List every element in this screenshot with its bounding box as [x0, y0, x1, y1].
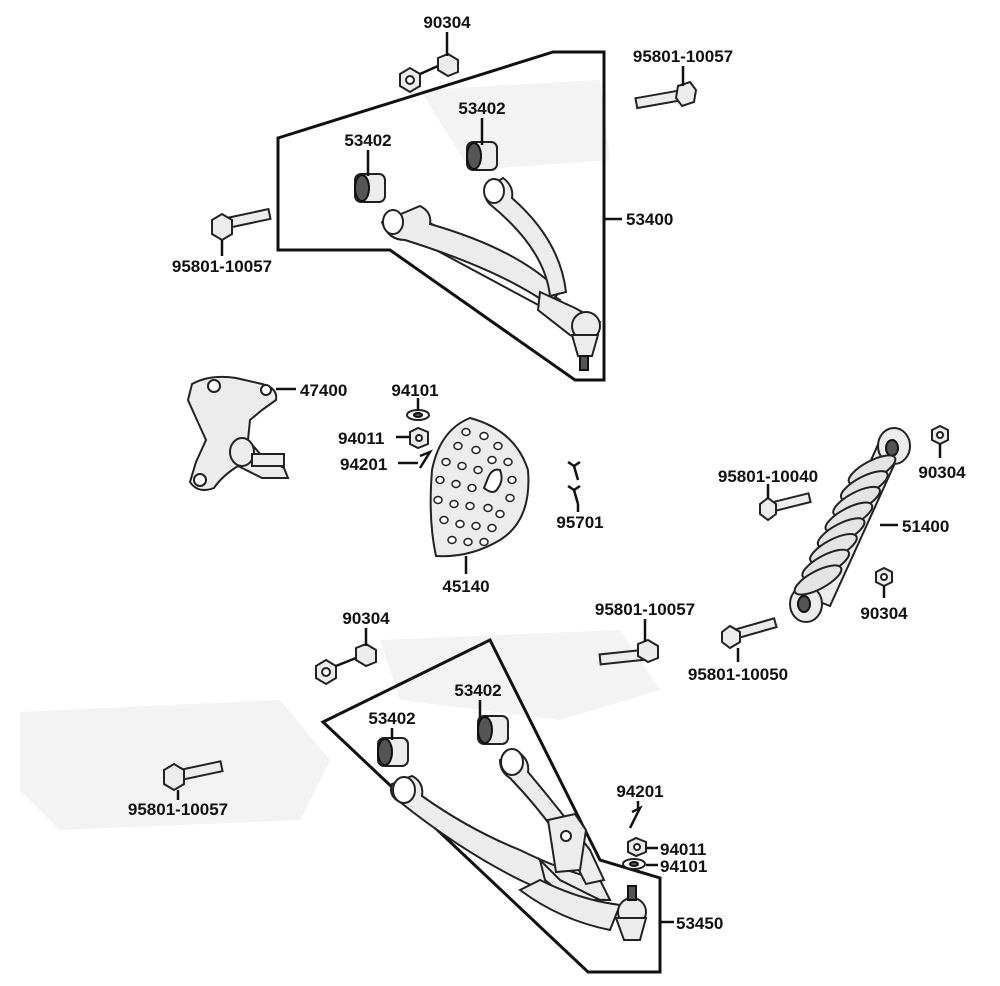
- disc-hole: [461, 427, 471, 437]
- castle-nut-icon: [409, 426, 429, 450]
- lower-castle-nut-icon: [627, 836, 647, 858]
- label-upper-bushing-left: 53402: [344, 131, 391, 150]
- label-upper-arm-assembly: 53400: [626, 210, 673, 229]
- disc-hole: [473, 465, 483, 475]
- label-upper-bushing-right: 53402: [458, 99, 505, 118]
- label-lower-left-bolt: 95801-10057: [128, 800, 228, 819]
- lower-right-bolt-icon: [598, 638, 659, 666]
- label-lower-arm-assembly: 53450: [676, 914, 723, 933]
- disc-hole: [451, 479, 461, 489]
- label-lower-cotter-pin: 94201: [616, 782, 663, 801]
- disc-hole: [435, 475, 445, 485]
- upper-nut-hex-icon: [399, 52, 459, 94]
- lower-left-bolt-icon: [163, 760, 224, 792]
- lower-cotter-pin-icon: [628, 805, 643, 829]
- label-upper-nut: 90304: [423, 13, 471, 32]
- lower-bushing-right: [477, 715, 509, 745]
- disc-hole: [455, 519, 465, 529]
- disc-hole: [471, 445, 481, 455]
- shock-bottom-bolt-icon: [721, 617, 778, 650]
- disc-hole: [483, 503, 493, 513]
- shock-top-nut-icon: [931, 424, 949, 446]
- disc-hole: [493, 441, 503, 451]
- disc-hole: [495, 509, 505, 519]
- shock-absorber: 95801-10040 90304 51400 90304 95801-1005…: [688, 424, 966, 684]
- disc-hole: [487, 455, 497, 465]
- label-lower-bushing-right: 53402: [454, 681, 501, 700]
- label-upper-left-bolt: 95801-10057: [172, 257, 272, 276]
- upper-arm-group: 90304 95801-10057 53402 53402 53400 9580…: [172, 13, 733, 382]
- label-brake-nut: 94011: [338, 429, 384, 448]
- steering-knuckle: 47400: [186, 375, 347, 491]
- disc-hole: [463, 537, 473, 547]
- label-lower-bushing-left: 53402: [368, 709, 415, 728]
- disc-hole: [487, 523, 497, 533]
- disc-hole: [479, 431, 489, 441]
- label-lower-nut-ball: 94011: [660, 840, 706, 859]
- lower-arm-frame: [320, 637, 662, 974]
- disc-hole: [507, 475, 517, 485]
- disc-hole: [447, 535, 457, 545]
- shock-coils: [793, 454, 897, 596]
- spring-coil: [793, 564, 843, 596]
- brake-disc: 45140: [429, 416, 530, 596]
- disc-hole: [441, 457, 451, 467]
- upper-arm-frame: [276, 50, 606, 382]
- label-upper-right-bolt: 95801-10057: [633, 47, 733, 66]
- disc-hole: [471, 521, 481, 531]
- upper-left-bolt-icon: [211, 207, 272, 242]
- brake-fasteners: 94101 94011 94201: [338, 381, 439, 474]
- label-shock-bottom-bolt: 95801-10050: [688, 665, 788, 684]
- disc-hole: [449, 499, 459, 509]
- label-shock-absorber: 51400: [902, 517, 949, 536]
- upper-bushing-right: [466, 141, 498, 171]
- upper-right-bolt-icon: [634, 80, 698, 110]
- label-shock-top-nut: 90304: [918, 463, 966, 482]
- disc-hole: [433, 495, 443, 505]
- disc-hole: [479, 537, 489, 547]
- disc-hole: [453, 441, 463, 451]
- label-shock-bottom-nut: 90304: [860, 604, 908, 623]
- disc-hole: [465, 501, 475, 511]
- disc-hole: [439, 515, 449, 525]
- label-shock-top-bolt: 95801-10040: [718, 467, 818, 486]
- disc-holes: [433, 427, 517, 547]
- label-lower-nut: 90304: [342, 609, 390, 628]
- label-brake-washer: 94101: [391, 381, 438, 400]
- label-lower-washer: 94101: [660, 857, 707, 876]
- label-disc-bolts: 95701: [556, 513, 603, 532]
- lower-bushing-left: [377, 737, 409, 767]
- label-knuckle: 47400: [300, 381, 347, 400]
- upper-control-arm: [380, 176, 602, 371]
- disc-hole: [505, 493, 515, 503]
- lower-nut-hex-icon: [315, 642, 377, 686]
- cotter-pin-icon: [418, 449, 434, 469]
- shock-bottom-nut-icon: [875, 566, 893, 588]
- label-brake-cotter-pin: 94201: [340, 455, 387, 474]
- label-brake-disc: 45140: [442, 577, 489, 596]
- disc-hole: [457, 461, 467, 471]
- lower-control-arm: [390, 748, 648, 941]
- label-lower-right-bolt: 95801-10057: [595, 600, 695, 619]
- upper-bushing-left: [354, 173, 386, 203]
- disc-hole: [467, 483, 477, 493]
- disc-bolts: 95701: [556, 460, 604, 532]
- disc-hole: [503, 457, 513, 467]
- lower-arm-group: 90304 95801-10057 53402 53402 95801-1005…: [128, 600, 723, 974]
